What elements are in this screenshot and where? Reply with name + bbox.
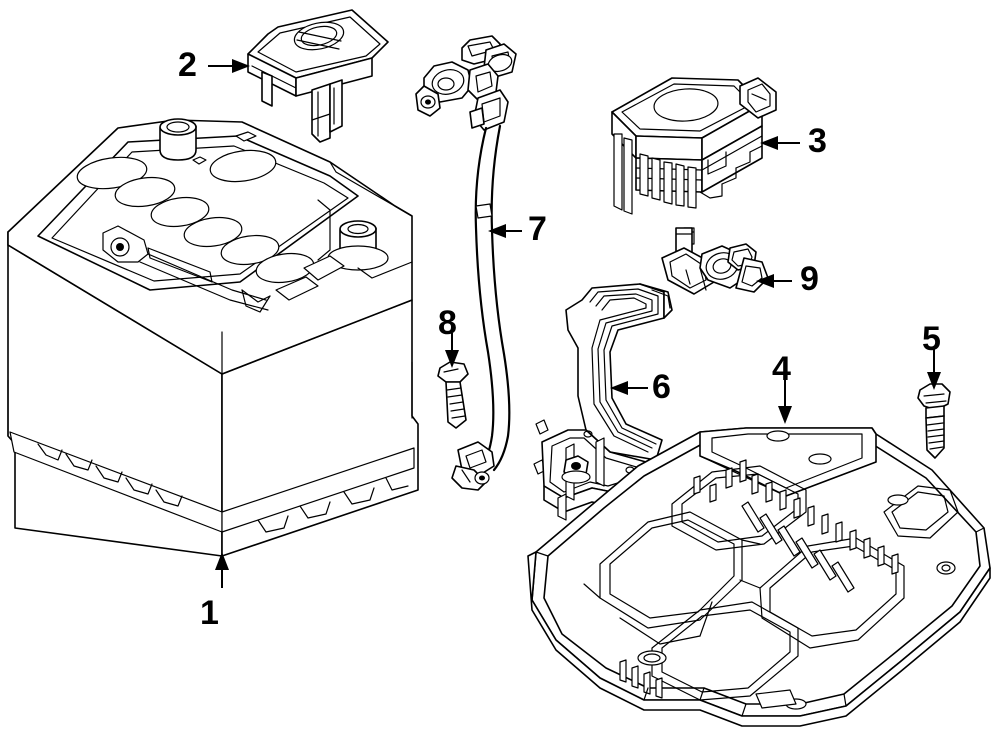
part-battery-tray[interactable] xyxy=(527,427,991,727)
part-terminal-sensor[interactable] xyxy=(661,227,769,295)
callout-label-2[interactable]: 2 xyxy=(178,46,197,84)
callout-label-5[interactable]: 5 xyxy=(922,320,941,358)
callout-label-7[interactable]: 7 xyxy=(528,210,547,248)
callout-leaders xyxy=(208,59,941,588)
callout-label-9[interactable]: 9 xyxy=(800,260,819,298)
callout-label-4[interactable]: 4 xyxy=(772,350,791,388)
part-fuse-box[interactable] xyxy=(611,77,777,245)
part-bolt-5[interactable] xyxy=(917,383,951,459)
part-bolt-8[interactable] xyxy=(437,361,469,429)
tray-front-fins xyxy=(619,659,663,699)
callout-label-8[interactable]: 8 xyxy=(438,304,457,342)
tray-rib-comb xyxy=(693,459,899,593)
part-battery-cable[interactable] xyxy=(415,35,549,491)
part-battery[interactable] xyxy=(7,118,419,557)
callout-label-6[interactable]: 6 xyxy=(652,368,671,406)
callout-label-3[interactable]: 3 xyxy=(808,122,827,160)
part-terminal-cover[interactable] xyxy=(247,9,389,143)
callout-label-1[interactable]: 1 xyxy=(200,594,219,632)
